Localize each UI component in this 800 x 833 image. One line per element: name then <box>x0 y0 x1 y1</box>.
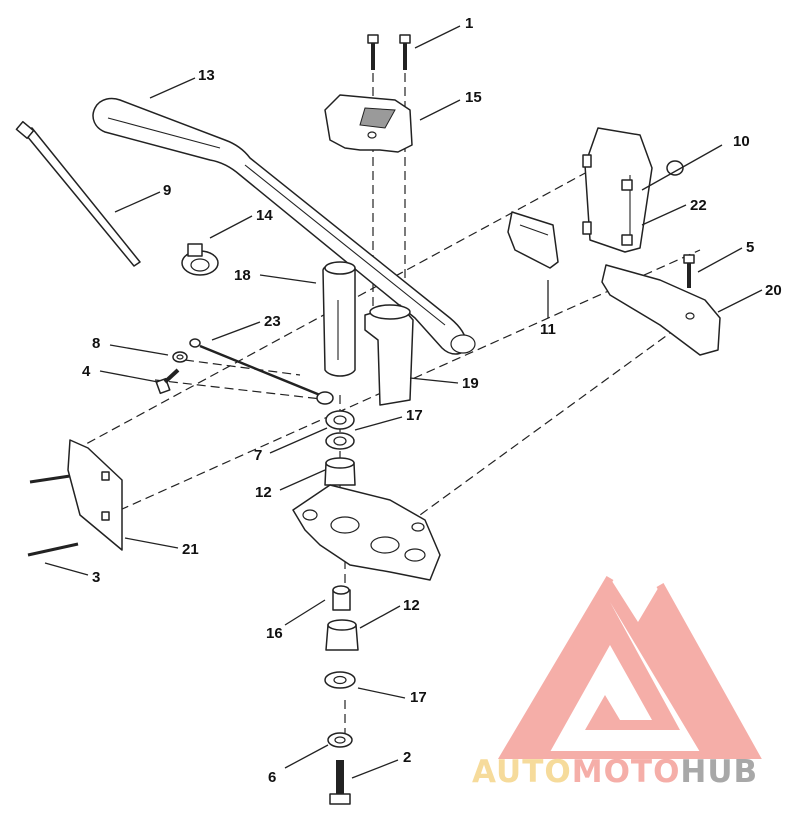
callout-4: 4 <box>82 363 91 380</box>
tiller-handle <box>92 97 476 355</box>
callout-17-upper: 17 <box>406 407 423 424</box>
callout-13: 13 <box>198 67 215 84</box>
side-plate <box>27 439 123 557</box>
screws-top <box>367 34 411 70</box>
callout-leaders <box>44 25 763 779</box>
watermark-triangle-icon <box>510 578 752 752</box>
callout-2: 2 <box>403 749 411 766</box>
callout-6: 6 <box>268 769 276 786</box>
upper-bushing-stack <box>324 410 356 486</box>
callout-18: 18 <box>234 267 251 284</box>
bolt-right <box>683 254 695 288</box>
top-cap <box>324 94 413 153</box>
lower-bushing-stack <box>324 585 359 805</box>
callout-12-lower: 12 <box>403 597 420 614</box>
callout-5: 5 <box>746 239 754 256</box>
ground-strap <box>189 338 334 405</box>
callout-10: 10 <box>733 133 750 150</box>
steering-sleeve <box>322 261 356 377</box>
hose-clamp <box>181 243 219 276</box>
watermark-text-hub: HUB <box>680 754 758 790</box>
callout-1: 1 <box>465 15 473 32</box>
callout-23: 23 <box>264 313 281 330</box>
callout-17-lower: 17 <box>410 689 427 706</box>
friction-plate <box>601 264 721 356</box>
callout-19: 19 <box>462 375 479 392</box>
callout-3: 3 <box>92 569 100 586</box>
washer-and-bolt-left <box>155 351 188 395</box>
callout-7: 7 <box>254 447 262 464</box>
callout-22: 22 <box>690 197 707 214</box>
callout-labels: 1 2 3 4 5 6 7 8 9 10 11 12 12 13 14 15 1… <box>82 15 782 786</box>
callout-8: 8 <box>92 335 100 352</box>
retaining-clip <box>507 211 559 269</box>
steering-column <box>364 304 414 406</box>
watermark-logo: AUTOMOTOHUB <box>472 575 762 790</box>
svg-text:AUTOMOTOHUB: AUTOMOTOHUB <box>472 754 758 790</box>
callout-16: 16 <box>266 625 283 642</box>
mounting-bracket <box>582 127 684 253</box>
callout-12-upper: 12 <box>255 484 272 501</box>
watermark-text-moto: MOTO <box>572 754 681 790</box>
callout-14: 14 <box>256 207 273 224</box>
callout-15: 15 <box>465 89 482 106</box>
callout-9: 9 <box>163 182 171 199</box>
watermark-text-auto: AUTO <box>472 754 572 790</box>
cable-tie <box>15 120 141 267</box>
steering-mount-bracket <box>292 484 441 581</box>
callout-21: 21 <box>182 541 199 558</box>
callout-20: 20 <box>765 282 782 299</box>
callout-11: 11 <box>540 321 556 338</box>
